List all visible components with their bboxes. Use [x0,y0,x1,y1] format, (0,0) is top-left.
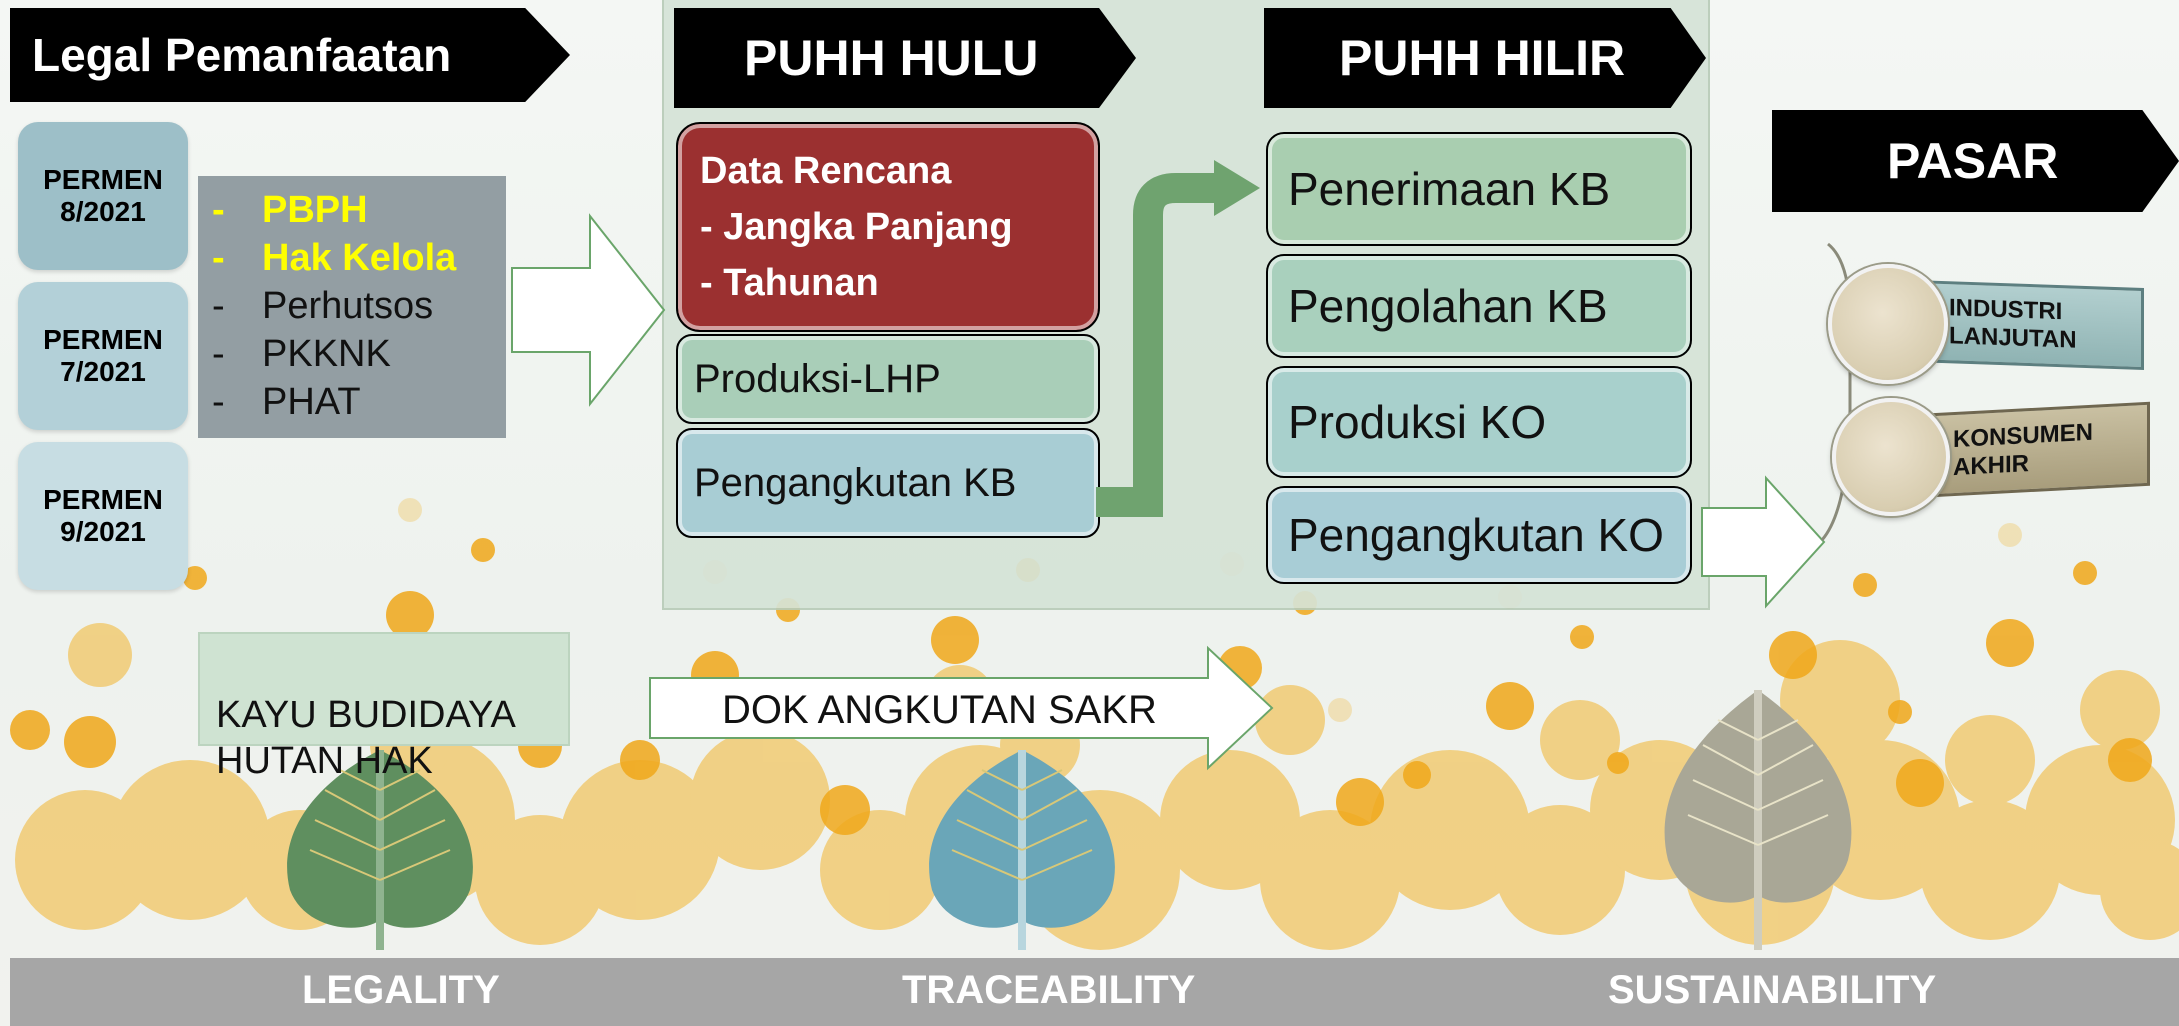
header-puhh-hulu: PUHH HULU [674,8,1136,108]
arrow-hilir-to-pasar [1701,475,1826,609]
legal-item-dash: - [212,381,225,423]
header-puhh-hulu-label: PUHH HULU [744,30,1039,86]
data-rencana-box: Data Rencana - Jangka Panjang - Tahunan [676,122,1100,332]
data-rencana-jangka-panjang: - Jangka Panjang [700,206,1013,248]
permen-9-label: PERMEN 9/2021 [43,484,163,547]
legal-item-label: Hak Kelola [262,237,457,279]
kayu-budidaya-label: KAYU BUDIDAYA HUTAN HAK [216,694,516,782]
produksi-ko-label: Produksi KO [1288,396,1547,448]
footer-bar [10,958,2179,1026]
header-legal-pemanfaatan: Legal Pemanfaatan [10,8,570,102]
data-rencana-tahunan: - Tahunan [700,262,879,304]
legal-list-box: - PBPH - Hak Kelola - Perhutsos - PKKNK … [198,176,506,438]
pengangkutan-kb-label: Pengangkutan KB [694,460,1017,505]
pengangkutan-kb-box: Pengangkutan KB [676,428,1100,538]
legal-item-phat: - PHAT [212,378,506,426]
penerimaan-kb-box: Penerimaan KB [1266,132,1692,246]
dok-angkutan-label: DOK ANGKUTAN SAKR [722,688,1157,732]
pasar-connector [1820,242,1852,541]
legal-item-label: PBPH [262,189,368,231]
legal-item-hak-kelola: - Hak Kelola [212,234,506,282]
permen-7-2021: PERMEN 7/2021 [18,282,188,430]
data-rencana-title: Data Rencana [700,150,952,192]
legal-item-label: PKKNK [262,333,391,375]
legal-item-dash: - [212,285,225,327]
header-legal-label: Legal Pemanfaatan [32,29,452,81]
dok-angkutan-arrow [649,645,1274,771]
arrow-legal-to-hulu [511,213,666,407]
pengangkutan-ko-box: Pengangkutan KO [1266,486,1692,584]
footer-sustainability: SUSTAINABILITY [1608,968,1937,1012]
penerimaan-kb-label: Penerimaan KB [1288,163,1611,215]
kayu-budidaya-box: KAYU BUDIDAYA HUTAN HAK [198,632,570,782]
produksi-lhp-box: Produksi-LHP [676,334,1100,424]
legal-item-label: PHAT [262,381,361,423]
header-puhh-hilir: PUHH HILIR [1264,8,1706,108]
konsumen-akhir-label: KONSUMEN AKHIR [1953,418,2094,482]
legal-item-label: Perhutsos [262,285,434,327]
legal-item-dash: - [212,189,225,231]
pengolahan-kb-box: Pengolahan KB [1266,254,1692,358]
industri-lanjutan-label: INDUSTRI LANJUTAN [1949,294,2077,354]
header-pasar: PASAR [1772,110,2179,212]
header-pasar-label: PASAR [1887,133,2059,189]
legal-item-pkknk: - PKKNK [212,330,506,378]
leaf-blue-icon [929,750,1115,950]
leaf-green-icon [287,750,473,950]
produksi-ko-box: Produksi KO [1266,366,1692,478]
legal-item-dash: - [212,333,225,375]
pengolahan-kb-label: Pengolahan KB [1288,280,1608,332]
leaf-gray-icon [1664,690,1852,950]
pengangkutan-ko-label: Pengangkutan KO [1288,509,1664,561]
arrow-hulu-to-hilir [1096,160,1260,517]
permen-8-label: PERMEN 8/2021 [43,164,163,227]
permen-8-2021: PERMEN 8/2021 [18,122,188,270]
legal-item-dash: - [212,237,225,279]
permen-9-2021: PERMEN 9/2021 [18,442,188,590]
konsumen-akhir-circle [1832,398,1950,516]
footer-traceability: TRACEABILITY [902,968,1196,1012]
permen-7-label: PERMEN 7/2021 [43,324,163,387]
footer-legality: LEGALITY [302,968,500,1012]
header-puhh-hilir-label: PUHH HILIR [1339,30,1626,86]
legal-item-perhutsos: - Perhutsos [212,282,506,330]
industri-lanjutan-circle [1828,264,1948,384]
legal-item-pbph: - PBPH [212,186,506,234]
produksi-lhp-label: Produksi-LHP [694,356,941,401]
